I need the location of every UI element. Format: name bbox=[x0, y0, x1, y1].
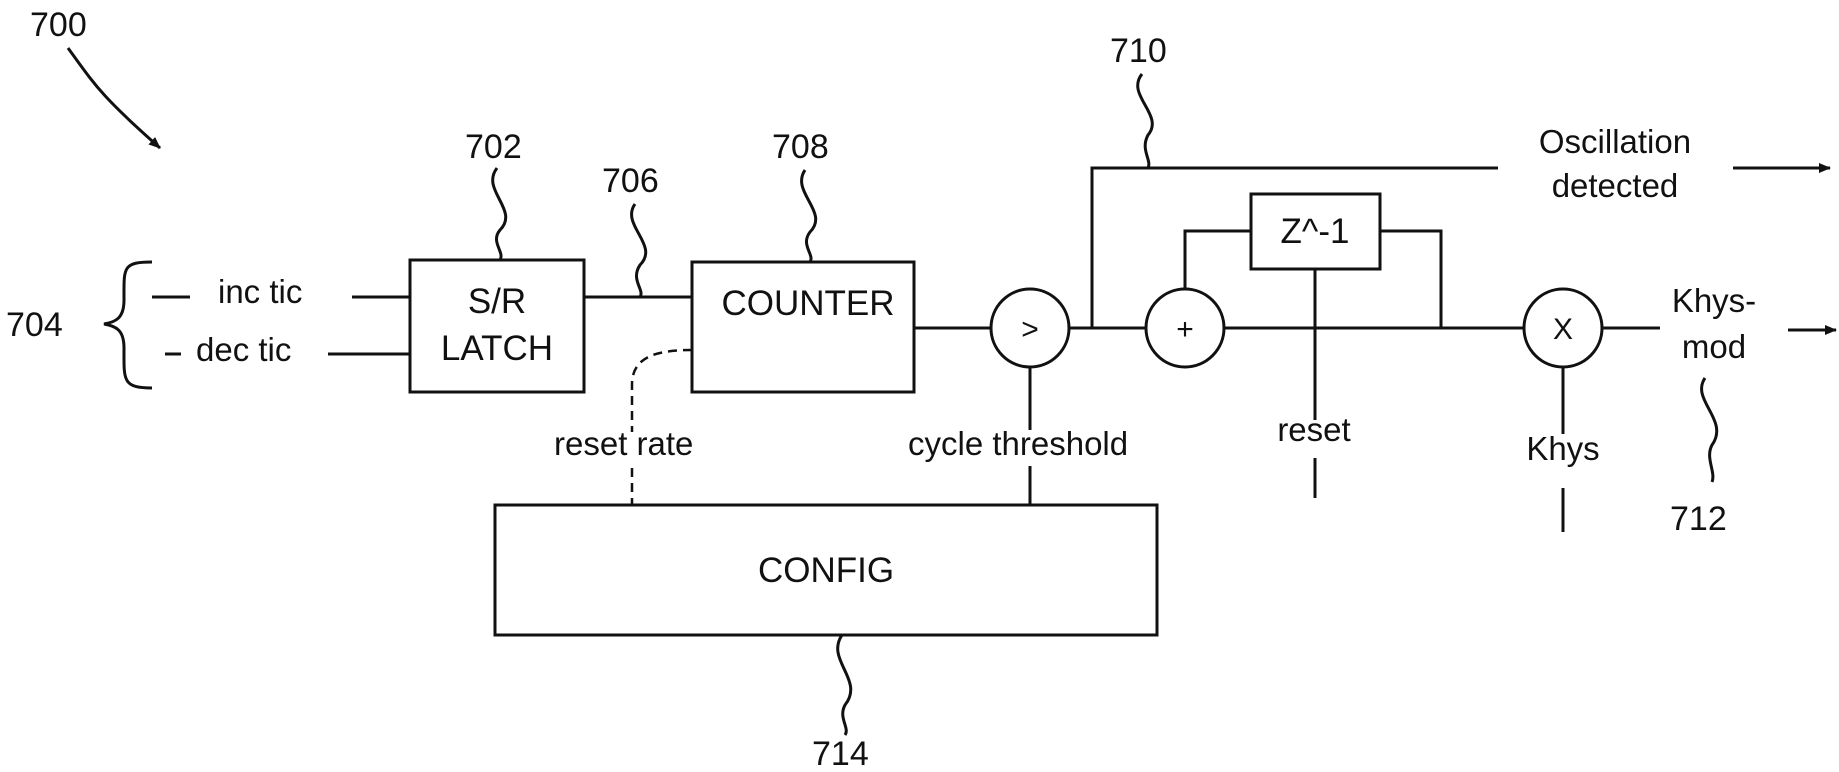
khysmod-label-line2: mod bbox=[1682, 328, 1746, 365]
oscillation-branch-wire bbox=[1090, 166, 1498, 328]
reset-rate-link bbox=[630, 348, 693, 432]
config-block bbox=[493, 503, 1159, 637]
khys-label: Khys bbox=[1526, 430, 1599, 467]
ref-714-leader bbox=[836, 634, 853, 736]
ref-706: 706 bbox=[602, 162, 659, 200]
cycle-threshold-label: cycle threshold bbox=[908, 425, 1128, 462]
feedback-wire-left bbox=[1183, 229, 1251, 289]
ref-706-leader bbox=[630, 203, 648, 298]
add-symbol: + bbox=[1176, 313, 1194, 346]
khysmod-label-line1: Khys- bbox=[1672, 282, 1756, 319]
oscillation-label-line1: Oscillation bbox=[1539, 123, 1691, 160]
reset-label: reset bbox=[1277, 411, 1350, 448]
ref-700: 700 bbox=[30, 6, 87, 44]
ref-710: 710 bbox=[1110, 32, 1167, 70]
counter-block bbox=[690, 260, 916, 394]
ref-712-leader bbox=[1700, 377, 1719, 483]
ref-704: 704 bbox=[6, 306, 63, 344]
delay-label: Z^-1 bbox=[1281, 212, 1350, 251]
inc-tic-label: inc tic bbox=[218, 273, 302, 310]
compare-symbol: > bbox=[1021, 313, 1039, 346]
feedback-wire-right bbox=[1380, 229, 1443, 328]
sr-latch-block bbox=[408, 258, 586, 394]
sr-latch-label-line1: S/R bbox=[468, 282, 526, 321]
ref-702-leader bbox=[491, 167, 508, 261]
sr-latch-label-line2: LATCH bbox=[441, 329, 553, 368]
ref-700-arrow bbox=[66, 47, 161, 150]
ref-702: 702 bbox=[465, 128, 522, 166]
ref-710-leader bbox=[1136, 73, 1154, 169]
ref-708: 708 bbox=[772, 128, 829, 166]
config-label: CONFIG bbox=[758, 551, 894, 590]
dec-tic-label: dec tic bbox=[196, 331, 291, 368]
multiply-symbol: X bbox=[1553, 313, 1573, 346]
reset-rate-label: reset rate bbox=[554, 425, 693, 462]
ref-708-leader bbox=[800, 169, 818, 263]
input-brace bbox=[103, 260, 153, 390]
ref-712: 712 bbox=[1670, 500, 1727, 538]
counter-label: COUNTER bbox=[721, 284, 894, 323]
ref-714: 714 bbox=[812, 735, 869, 772]
oscillation-label-line2: detected bbox=[1552, 167, 1679, 204]
